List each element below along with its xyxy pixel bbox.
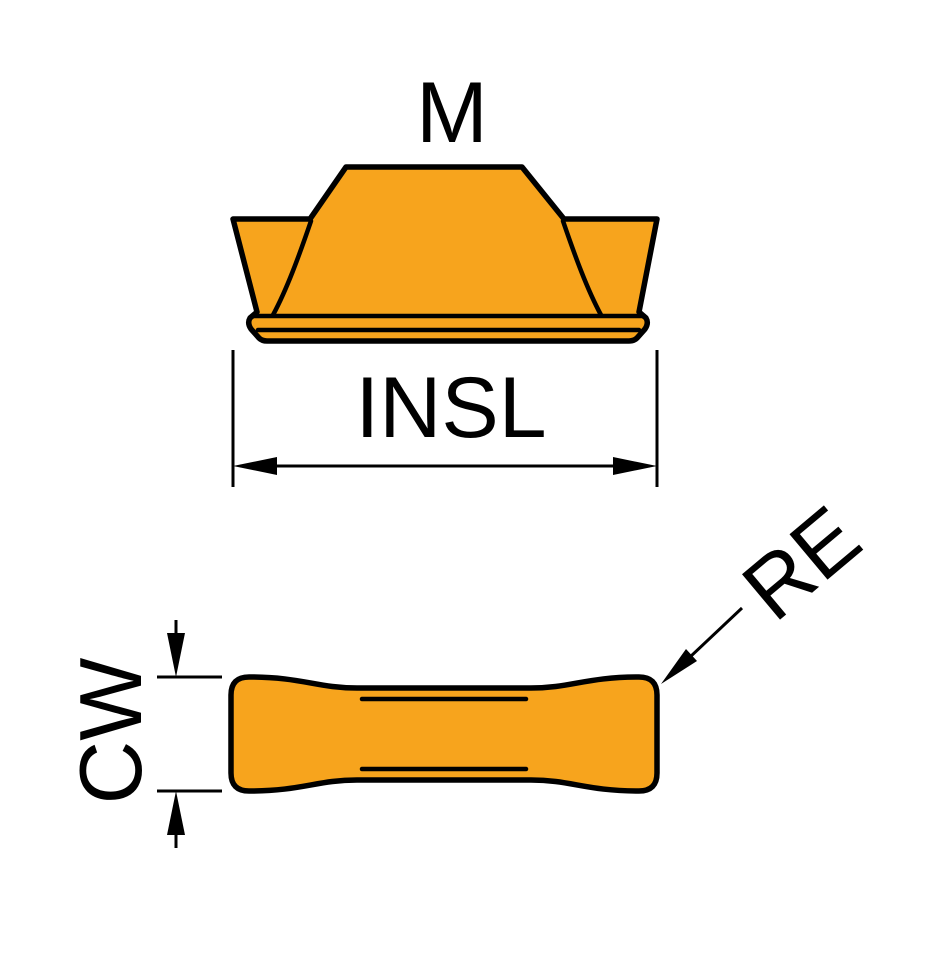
- cw-arrow-bottom: [167, 791, 185, 835]
- insert-front-view: [230, 164, 660, 344]
- shape-code-label: M: [416, 65, 488, 161]
- re-arrowhead: [661, 649, 697, 684]
- top-view-outline: [228, 674, 660, 794]
- re-callout: RE: [661, 488, 878, 684]
- insl-arrow-left: [233, 457, 277, 475]
- front-view-left-facet-line: [270, 218, 314, 318]
- re-label: RE: [725, 488, 878, 638]
- cw-label: CW: [61, 658, 160, 805]
- front-view-outline: [230, 164, 660, 344]
- cw-dimension: CW: [61, 620, 222, 848]
- insl-dimension: INSL: [231, 350, 659, 487]
- insert-top-view: [228, 674, 660, 794]
- front-view-right-facet-line: [560, 218, 604, 318]
- cw-arrow-top: [167, 633, 185, 677]
- diagram-root: M INSL RE: [61, 65, 878, 848]
- insl-label: INSL: [355, 360, 546, 456]
- insl-arrow-right: [613, 457, 657, 475]
